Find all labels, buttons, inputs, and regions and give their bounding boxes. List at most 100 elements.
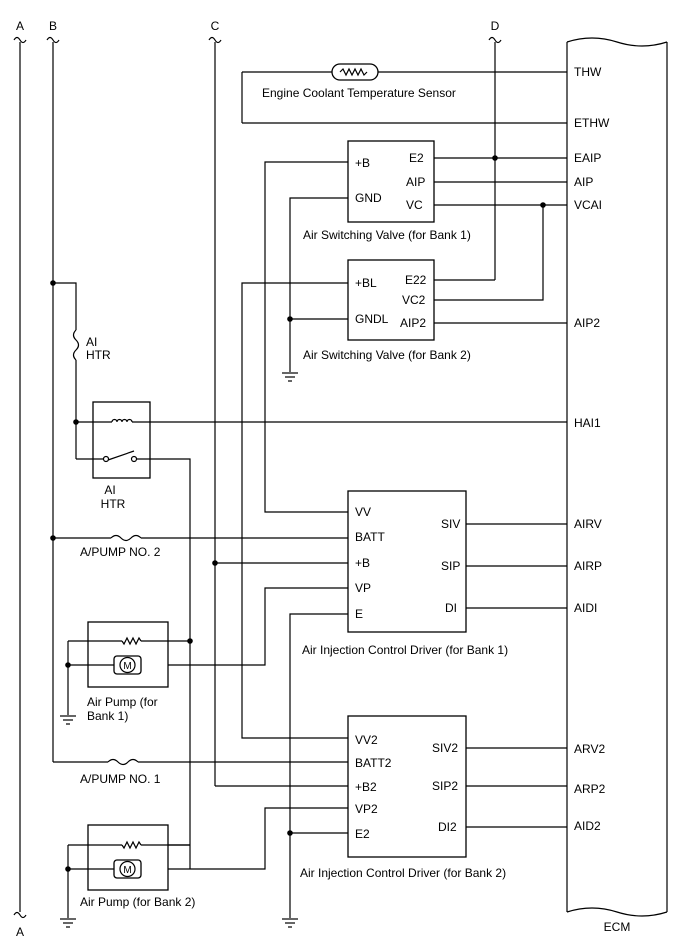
pump-fuse1-label: A/PUMP NO. 1 <box>80 772 161 786</box>
ecm-pin-aid2: AID2 <box>574 819 601 833</box>
asv1-box <box>347 140 435 223</box>
bus-b: B <box>46 19 60 762</box>
ecm-bottom-break <box>566 907 668 917</box>
driver2-pin-e2: E2 <box>355 827 370 841</box>
driver1-pin-b: +B <box>355 556 370 570</box>
pump1-label-line1: Air Pump (for <box>87 695 158 709</box>
ecm-pin-aip2: AIP2 <box>574 316 600 330</box>
ecm-pin-thw: THW <box>574 65 602 79</box>
driver1-pin-di: DI <box>445 601 457 615</box>
asv1-pin-e2: E2 <box>409 151 424 165</box>
ground-icon <box>282 918 298 928</box>
fuse-icon <box>107 758 139 766</box>
driver1-pin-vp: VP <box>355 581 371 595</box>
ground-icon <box>60 918 76 928</box>
bus-b-label: B <box>49 19 57 33</box>
ground-icon <box>60 715 76 725</box>
motor-icon <box>119 860 136 878</box>
bus-break-mark <box>46 36 60 44</box>
driver1-pin-sip: SIP <box>441 559 460 573</box>
pump-fuse2-label: A/PUMP NO. 2 <box>80 545 161 559</box>
asv1-pin-aip: AIP <box>406 175 425 189</box>
wire-relay-out <box>136 458 191 869</box>
coolant-temp-sensor: Engine Coolant Temperature Sensor <box>241 63 567 124</box>
bus-a-label: A <box>16 19 24 33</box>
bus-d-label: D <box>491 19 500 33</box>
driver1-box <box>347 490 467 633</box>
driver2-label: Air Injection Control Driver (for Bank 2… <box>300 866 506 880</box>
resistor-icon <box>121 840 142 850</box>
ecm-pin-airp: AIRP <box>574 559 602 573</box>
wire-bus-b-to-fuse <box>53 282 77 330</box>
driver1-label: Air Injection Control Driver (for Bank 1… <box>302 643 508 657</box>
driver1-pin-vv: VV <box>355 505 371 519</box>
bus-a-bottom-label: A <box>16 925 24 939</box>
asv2-pin-gndl: GNDL <box>355 312 389 326</box>
asv2-pin-aip2: AIP2 <box>400 316 426 330</box>
asv1-label: Air Switching Valve (for Bank 1) <box>303 228 471 242</box>
wire-driver2-vp2 <box>141 807 348 870</box>
air-injection-driver-bank1: VV BATT +B VP E SIV SIP DI Air Injection… <box>141 490 567 928</box>
air-injection-driver-bank2: VV2 BATT2 +B2 VP2 E2 SIV2 SIP2 DI2 Air I… <box>141 715 567 880</box>
ecm-pin-aidi: AIDI <box>574 601 597 615</box>
ecm-pin-vcai: VCAI <box>574 198 602 212</box>
relay-box <box>92 401 151 479</box>
bus-break-mark <box>13 911 27 919</box>
bus-c-label: C <box>211 19 220 33</box>
air-switching-valve-bank1: +B GND E2 AIP VC Air Switching Valve (fo… <box>264 140 567 513</box>
ecm-pin-hai1: HAI1 <box>574 416 601 430</box>
relay-label-line2: HTR <box>101 497 126 511</box>
wire-driver1-e <box>289 613 348 918</box>
pump2-label: Air Pump (for Bank 2) <box>80 895 195 909</box>
air-pump-bank2: M Air Pump (for Bank 2) <box>60 824 195 928</box>
driver2-pin-vv2: VV2 <box>355 733 378 747</box>
sensor-label: Engine Coolant Temperature Sensor <box>262 86 456 100</box>
driver2-box <box>347 715 467 858</box>
wire-driver1-vp <box>141 587 348 666</box>
bus-break-mark <box>488 36 502 44</box>
air-pump-bank1: M Air Pump (for Bank 1) <box>60 621 190 725</box>
asv2-pin-vc2: VC2 <box>402 293 426 307</box>
pump1-box <box>87 621 169 688</box>
thermistor-body <box>331 63 379 81</box>
relay-contact-icon <box>102 455 110 463</box>
asv1-pin-vc: VC <box>406 198 423 212</box>
relay-coil-icon <box>111 418 133 423</box>
ecm-pin-aip: AIP <box>574 175 593 189</box>
relay-switch-arm-icon <box>107 450 135 461</box>
driver2-pin-di2: DI2 <box>438 820 457 834</box>
ground-icon <box>282 372 298 382</box>
bus-a: A A <box>13 19 27 939</box>
a-pump-no1-fuse: A/PUMP NO. 1 <box>53 758 348 786</box>
asv2-label: Air Switching Valve (for Bank 2) <box>303 348 471 362</box>
wire-asv1-b-to-vv <box>264 161 348 513</box>
ecm: ECM THW ETHW EAIP AIP VCAI AIP2 HAI1 AIR… <box>566 37 668 934</box>
driver1-pin-batt: BATT <box>355 530 385 544</box>
ai-htr-relay: AI HTR <box>76 401 567 869</box>
bus-break-mark <box>13 36 27 44</box>
thermistor-resistor-icon <box>339 67 368 77</box>
driver2-pin-sip2: SIP2 <box>432 779 458 793</box>
ai-htr-fuse: AI HTR <box>53 282 111 459</box>
relay-contact-icon <box>130 455 138 463</box>
ai-fuse-label-line1: AI <box>86 335 97 349</box>
a-pump-no2-fuse: A/PUMP NO. 2 <box>53 534 348 559</box>
ecm-top-break <box>566 37 668 47</box>
asv1-pin-gnd: GND <box>355 191 382 205</box>
fuse-icon <box>72 329 80 361</box>
motor-icon <box>119 656 136 674</box>
pump2-box <box>87 824 169 891</box>
wire-asv1-gnd <box>289 197 348 372</box>
motor2-glyph: M <box>123 865 131 876</box>
driver2-pin-batt2: BATT2 <box>355 756 392 770</box>
ecm-pin-eaip: EAIP <box>574 151 601 165</box>
driver2-pin-vp2: VP2 <box>355 802 378 816</box>
fuse-icon <box>110 534 142 542</box>
driver2-pin-siv2: SIV2 <box>432 741 458 755</box>
bus-break-mark <box>208 36 222 44</box>
relay-label-line1: AI <box>104 483 115 497</box>
asv2-pin-e22: E22 <box>405 273 427 287</box>
ecm-pin-ethw: ETHW <box>574 116 610 130</box>
ai-fuse-label-line2: HTR <box>86 348 111 362</box>
